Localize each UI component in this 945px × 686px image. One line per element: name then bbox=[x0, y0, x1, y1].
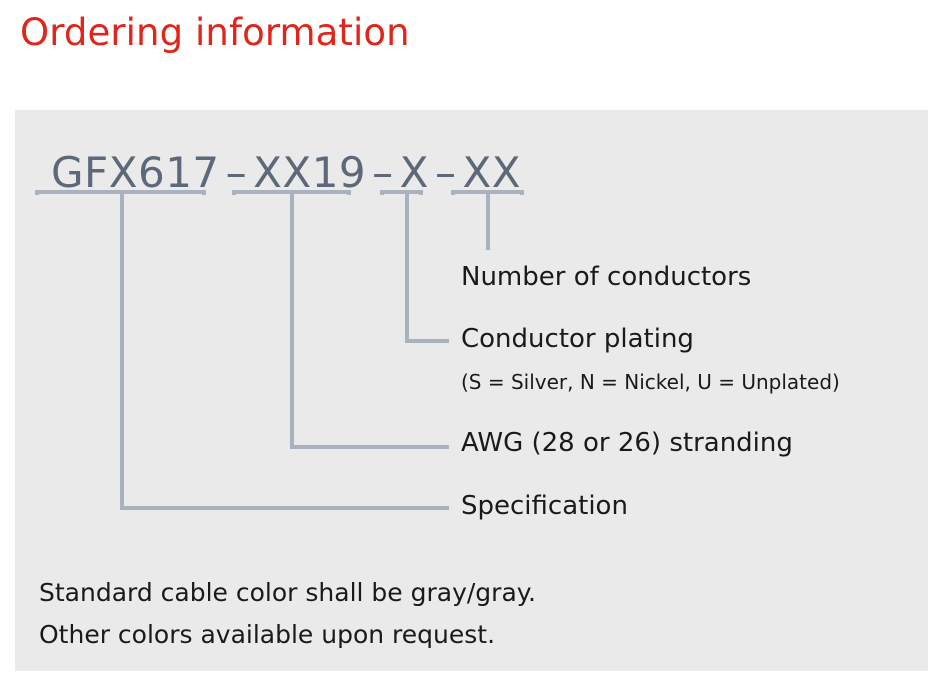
part-number-separator-1: – bbox=[225, 148, 248, 197]
callout-specification: Specification bbox=[461, 491, 628, 521]
part-number-segment-conductors: XX bbox=[462, 148, 521, 197]
ordering-information-panel: GFX617–XX19–X–XX Number of conductors Co… bbox=[15, 110, 928, 671]
callout-number-of-conductors: Number of conductors bbox=[461, 262, 752, 292]
callout-conductor-plating-legend: (S = Silver, N = Nickel, U = Unplated) bbox=[461, 370, 840, 394]
leader-plating bbox=[405, 192, 449, 343]
cable-color-notes: Standard cable color shall be gray/gray.… bbox=[39, 572, 536, 656]
note-line-2: Other colors available upon request. bbox=[39, 620, 496, 649]
leader-specification bbox=[120, 192, 449, 510]
part-number-segment-awg: XX19 bbox=[253, 148, 367, 197]
note-line-1: Standard cable color shall be gray/gray. bbox=[39, 578, 536, 607]
part-number-segment-plating: X bbox=[399, 148, 429, 197]
part-number-separator-2: – bbox=[372, 148, 394, 197]
part-number-segment-specification: GFX617 bbox=[51, 148, 220, 197]
callout-conductor-plating: Conductor plating bbox=[461, 324, 694, 354]
callout-awg-stranding: AWG (28 or 26) stranding bbox=[461, 428, 793, 458]
part-number-separator-3: – bbox=[434, 148, 457, 197]
page-title: Ordering information bbox=[20, 11, 410, 54]
leader-awg bbox=[290, 192, 449, 449]
part-number-string: GFX617–XX19–X–XX bbox=[51, 148, 521, 197]
